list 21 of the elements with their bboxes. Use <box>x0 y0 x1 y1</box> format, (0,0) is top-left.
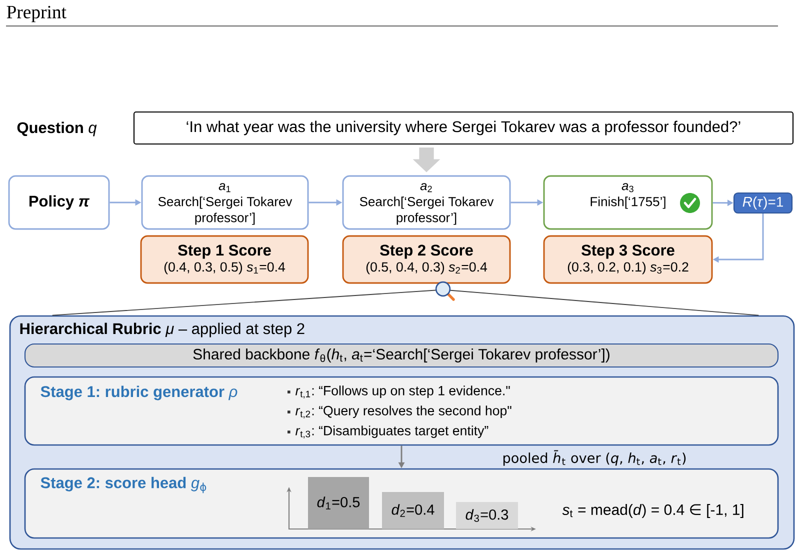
rubric-item: r$_{t,2}$: “Query resolves the second hop" <box>296 406 512 418</box>
bar: d$_{3}$=0.3 <box>456 502 518 529</box>
question-label: Question q <box>17 122 97 136</box>
action-box: a$_{2}$ Search[‘Sergei Tokarev professor’] <box>342 175 511 230</box>
note-text: pooled h̄$_{t}$ over (q, h$_{t}$, a$_{t}$, r$_{t}$) <box>503 450 686 466</box>
rubric-item: r$_{t,1}$: “Follows up on step 1 evidence." <box>296 386 510 398</box>
running-head: Preprint <box>6 6 66 22</box>
action-box: a$_{1}$ Search[‘Sergei Tokarev professor’] <box>141 175 309 230</box>
policy-box: Policy π <box>8 175 110 230</box>
reward-badge: R(τ)=1 <box>733 192 793 214</box>
bar: d$_{1}$=0.5 <box>308 477 369 529</box>
zoom-line <box>52 289 760 316</box>
backbone-bar: Shared backbone f$_{θ}$(h$_{t}$, a$_{t}$=‘Search[‘Sergei Tokarev professor’]) <box>24 343 779 368</box>
rubric-item: r$_{t,3}$: “Disambiguates target entity” <box>296 426 488 438</box>
formula: s$_{t}$ = mead(d) = 0.4 ∈ [-1, 1] <box>562 504 744 518</box>
score-box: Step 1 Score (0.4, 0.3, 0.5) s$_{1}$=0.4 <box>140 235 309 284</box>
action-box: a$_{3}$ Finish[‘1755’] <box>543 175 713 230</box>
bar: d$_{2}$=0.4 <box>382 492 444 529</box>
score-box: Step 2 Score (0.5, 0.4, 0.3) s$_{2}$=0.4 <box>342 235 511 284</box>
question-box: ‘In what year was the university where Sergei Tokarev was a professor founded?’ <box>133 111 794 145</box>
score-box: Step 3 Score (0.3, 0.2, 0.1) s$_{3}$=0.2 <box>543 235 713 284</box>
